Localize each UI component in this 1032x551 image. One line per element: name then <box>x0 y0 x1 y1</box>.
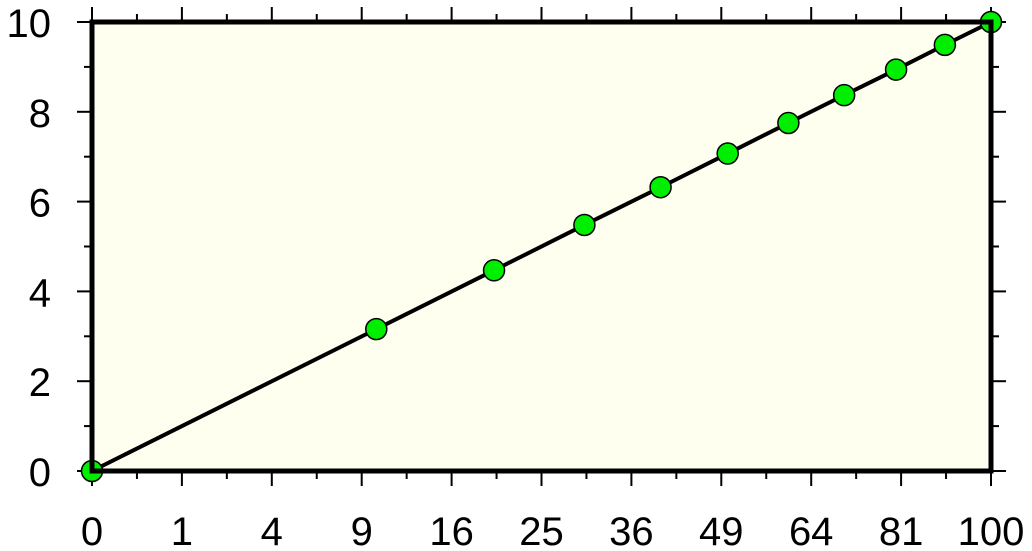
x-tick-label: 1 <box>171 510 193 551</box>
y-tick-label: 2 <box>29 361 51 405</box>
data-point <box>933 33 957 57</box>
x-tick-label: 36 <box>609 510 654 551</box>
x-tick-label: 64 <box>789 510 834 551</box>
y-tick-label: 10 <box>7 2 52 46</box>
data-point <box>365 317 388 341</box>
data-point <box>832 83 856 107</box>
data-point <box>884 58 908 81</box>
y-tick-label: 0 <box>29 451 51 495</box>
x-tick-label: 49 <box>699 510 744 551</box>
x-tick-label: 16 <box>429 510 474 551</box>
x-tick-label: 4 <box>261 510 283 551</box>
data-point <box>716 142 739 165</box>
x-tick-label: 9 <box>351 510 373 551</box>
data-point <box>482 259 506 282</box>
x-tick-label: 0 <box>81 510 103 551</box>
x-tick-label: 100 <box>958 510 1025 551</box>
data-point <box>649 175 672 199</box>
data-point <box>573 213 596 237</box>
plot-frame <box>89 19 994 474</box>
y-tick-label: 4 <box>29 271 51 315</box>
x-tick-label: 81 <box>879 510 924 551</box>
y-tick-labels: 0 2 4 6 8 10 <box>7 2 52 495</box>
x-tick-label: 25 <box>519 510 564 551</box>
y-tick-label: 8 <box>29 92 51 136</box>
data-point <box>777 111 800 135</box>
y-tick-label: 6 <box>29 182 51 226</box>
